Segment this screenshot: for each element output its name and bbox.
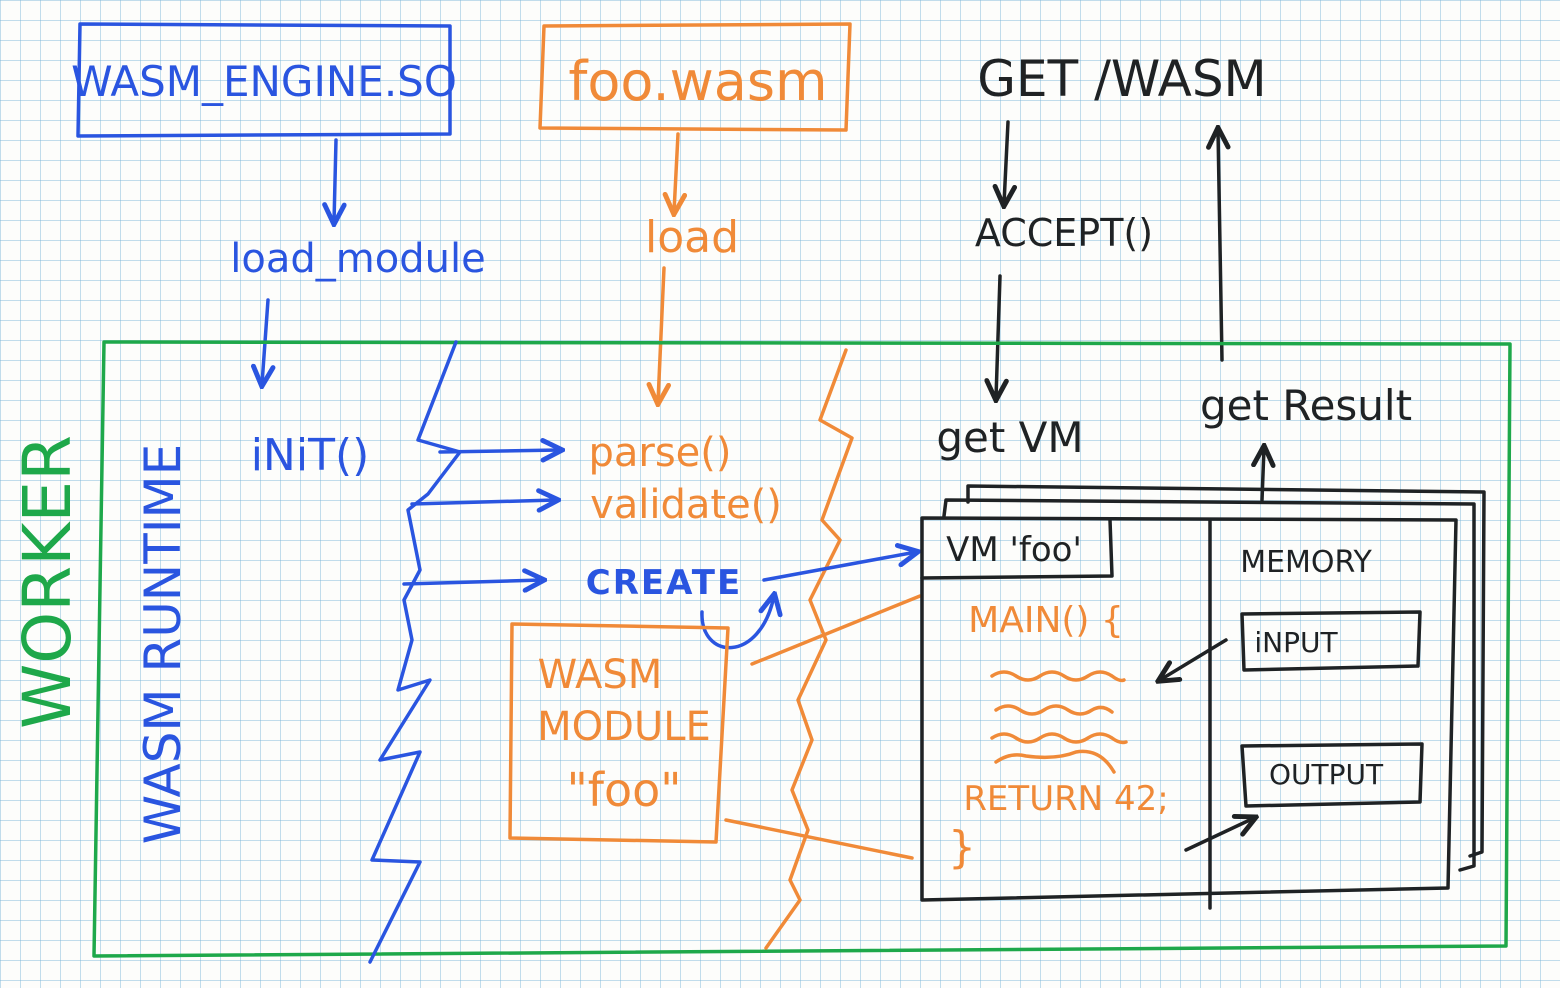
vm-title: VM 'foo' bbox=[946, 530, 1082, 570]
load-label: load bbox=[645, 212, 739, 263]
init-to-create-arrow bbox=[402, 580, 542, 584]
module-to-create-arrow bbox=[700, 596, 774, 650]
worker-box bbox=[92, 340, 1512, 958]
validate-label: validate() bbox=[590, 482, 782, 528]
engine-to-load-arrow bbox=[334, 138, 336, 222]
vm-code-return: RETURN 42; bbox=[963, 779, 1168, 819]
request-label: GET /WASM bbox=[977, 50, 1266, 108]
get-vm-label: get VM bbox=[936, 413, 1083, 462]
runtime-boundary-line bbox=[368, 340, 462, 964]
wasm-module-line-1: WASM bbox=[538, 652, 663, 698]
vm-stack bbox=[920, 484, 1486, 910]
memory-label: MEMORY bbox=[1240, 545, 1372, 580]
wasm-file-box-label: foo.wasm bbox=[568, 50, 827, 113]
request-to-accept-arrow bbox=[1004, 120, 1008, 204]
wasm-module-box: WASM MODULE "foo" bbox=[508, 622, 730, 844]
vm-front-card bbox=[920, 516, 1458, 902]
worker-label: WORKER bbox=[9, 435, 86, 729]
wasm-file-to-load-arrow bbox=[674, 132, 678, 212]
init-to-validate-arrow bbox=[410, 500, 556, 504]
wasm-runtime-label: WASM RUNTIME bbox=[134, 444, 192, 844]
output-label: OUTPUT bbox=[1269, 758, 1384, 791]
vm-code-close: } bbox=[948, 822, 976, 873]
vm-code-main: MAIN() { bbox=[968, 600, 1124, 641]
get-result-label: get Result bbox=[1200, 381, 1412, 430]
result-to-response-arrow bbox=[1218, 130, 1222, 362]
accept-to-get-vm-arrow bbox=[996, 274, 1000, 398]
code-to-output-arrow bbox=[1184, 818, 1254, 852]
accept-label: ACCEPT() bbox=[975, 211, 1153, 255]
vm-back-card-2 bbox=[966, 484, 1486, 858]
module-boundary-line bbox=[764, 348, 854, 950]
create-to-vm-arrow bbox=[762, 552, 916, 582]
init-label: iNiT() bbox=[251, 430, 370, 481]
wasm-file-box: foo.wasm bbox=[538, 22, 852, 132]
vm-code-placeholder-lines bbox=[990, 670, 1128, 774]
vm-title-tab bbox=[920, 518, 1114, 580]
output-box: OUTPUT bbox=[1240, 742, 1424, 808]
module-projection-bottom bbox=[724, 818, 914, 860]
load-to-parse-arrow bbox=[658, 266, 664, 402]
wasm-module-line-2: MODULE bbox=[537, 704, 711, 750]
module-projection-top bbox=[750, 594, 922, 666]
engine-box-label: WASM_ENGINE.SO bbox=[71, 57, 457, 106]
input-label: iNPUT bbox=[1254, 626, 1338, 659]
input-box: iNPUT bbox=[1240, 610, 1422, 672]
vm-back-card-1 bbox=[942, 498, 1476, 872]
init-to-parse-arrow bbox=[438, 450, 560, 452]
vm-to-result-arrow bbox=[1262, 448, 1264, 502]
create-label: CREATE bbox=[586, 563, 742, 603]
input-to-code-arrow bbox=[1160, 638, 1228, 680]
wasm-module-line-3: "foo" bbox=[567, 763, 682, 817]
load-module-label: load_module bbox=[230, 236, 485, 282]
parse-label: parse() bbox=[588, 430, 731, 476]
engine-box: WASM_ENGINE.SO bbox=[71, 22, 457, 138]
